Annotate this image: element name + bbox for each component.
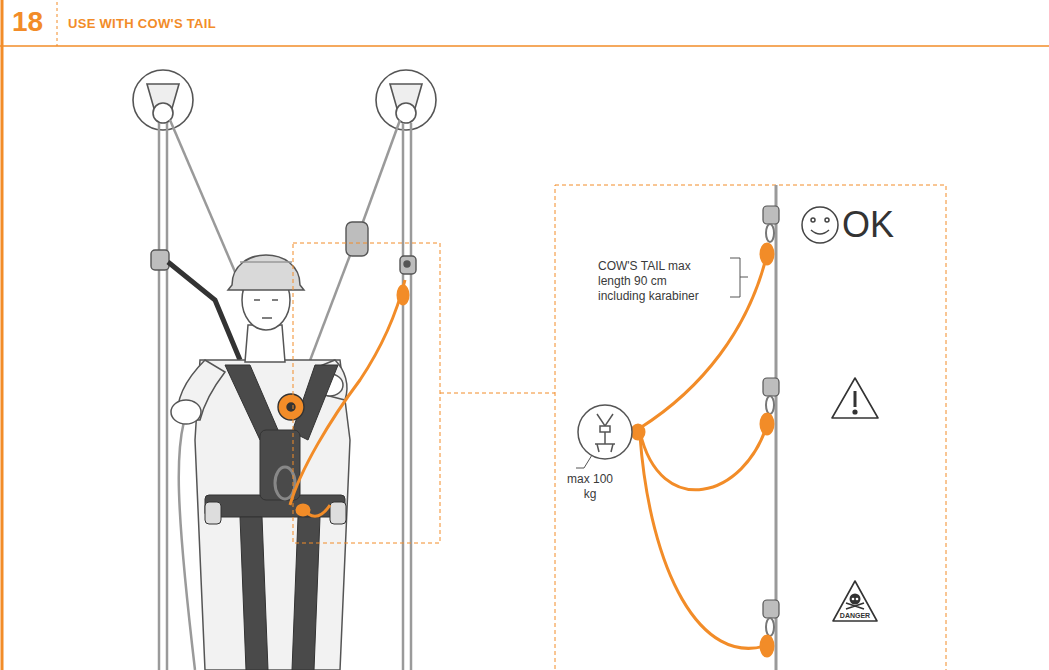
leader-line <box>730 258 748 297</box>
rope <box>360 120 400 230</box>
rope <box>402 123 405 670</box>
worker-figure <box>195 360 350 670</box>
cows-tail <box>398 286 408 304</box>
warning-symbol <box>854 391 857 407</box>
skull-eye <box>856 598 859 601</box>
load-note: max 100 kg <box>566 472 614 502</box>
chest-device <box>275 394 304 499</box>
leader-line <box>576 258 748 468</box>
worker-figure <box>240 261 292 263</box>
harness <box>240 517 268 670</box>
detail-frame <box>293 185 946 670</box>
triangle-outline <box>833 581 877 621</box>
header-frame <box>0 45 1049 47</box>
sling <box>168 262 240 360</box>
danger-sign: DANGER <box>832 580 878 622</box>
length-note: COW'S TAIL max length 90 cm including ka… <box>598 259 702 304</box>
detail-frame <box>440 393 555 394</box>
harness <box>292 517 320 670</box>
cows-tail <box>290 280 408 516</box>
detail-cows-tail <box>761 244 773 264</box>
smiley-symbol <box>811 218 815 222</box>
chest-device <box>278 394 304 420</box>
sign-text: DANGER <box>832 612 878 619</box>
rope <box>159 120 411 670</box>
rope-device <box>151 250 169 270</box>
section-title: USE WITH COW'S TAIL <box>68 16 216 31</box>
worker-figure <box>171 255 350 670</box>
rope <box>158 123 161 670</box>
cows-tail <box>290 280 405 505</box>
harness-icon <box>595 414 615 452</box>
skull <box>850 594 861 605</box>
harness <box>225 365 278 440</box>
detail-cows-tail <box>632 244 773 656</box>
section-number: 18 <box>12 6 43 38</box>
harness-icon <box>578 405 632 459</box>
harness-icon <box>578 405 632 459</box>
warning-symbol <box>853 410 857 414</box>
rope <box>410 123 413 670</box>
chest-device <box>287 403 295 411</box>
anchor-point <box>376 70 436 130</box>
smiley-symbol <box>802 207 838 243</box>
smiley-symbol <box>811 230 829 234</box>
detail-rope <box>775 185 778 670</box>
sling <box>168 262 240 360</box>
detail-device <box>763 378 779 396</box>
leader-line <box>576 455 592 468</box>
rope-device <box>404 261 410 267</box>
anchor-point <box>133 70 193 130</box>
harness <box>205 365 346 670</box>
harness-icon <box>600 426 610 432</box>
detail-device <box>763 206 779 224</box>
skull-eye <box>852 598 855 601</box>
header-frame <box>1 0 4 670</box>
worker-figure <box>254 300 278 318</box>
warning-symbol <box>832 378 878 418</box>
detail-device <box>763 600 779 618</box>
anchor-point <box>133 70 436 130</box>
rope-device <box>346 222 368 256</box>
detail-frame <box>293 243 440 543</box>
detail-frame <box>555 185 946 670</box>
harness <box>205 502 221 524</box>
detail-device <box>766 618 774 636</box>
detail-rope <box>775 185 778 670</box>
warning-symbol <box>832 378 878 418</box>
ok-label: OK <box>842 205 894 245</box>
detail-cows-tail <box>761 636 773 656</box>
detail-device <box>766 396 774 414</box>
detail-cows-tail <box>640 436 768 648</box>
worker-figure <box>171 400 201 424</box>
harness <box>330 502 346 524</box>
rope <box>166 123 169 670</box>
detail-cows-tail <box>632 425 644 439</box>
smiley-symbol <box>825 218 829 222</box>
rope-device <box>400 256 416 274</box>
detail-cows-tail <box>640 422 768 490</box>
detail-cows-tail <box>761 414 773 434</box>
detail-device <box>766 224 774 242</box>
smiley-symbol <box>802 207 838 243</box>
cows-tail <box>297 505 309 515</box>
header-frame <box>57 2 58 46</box>
